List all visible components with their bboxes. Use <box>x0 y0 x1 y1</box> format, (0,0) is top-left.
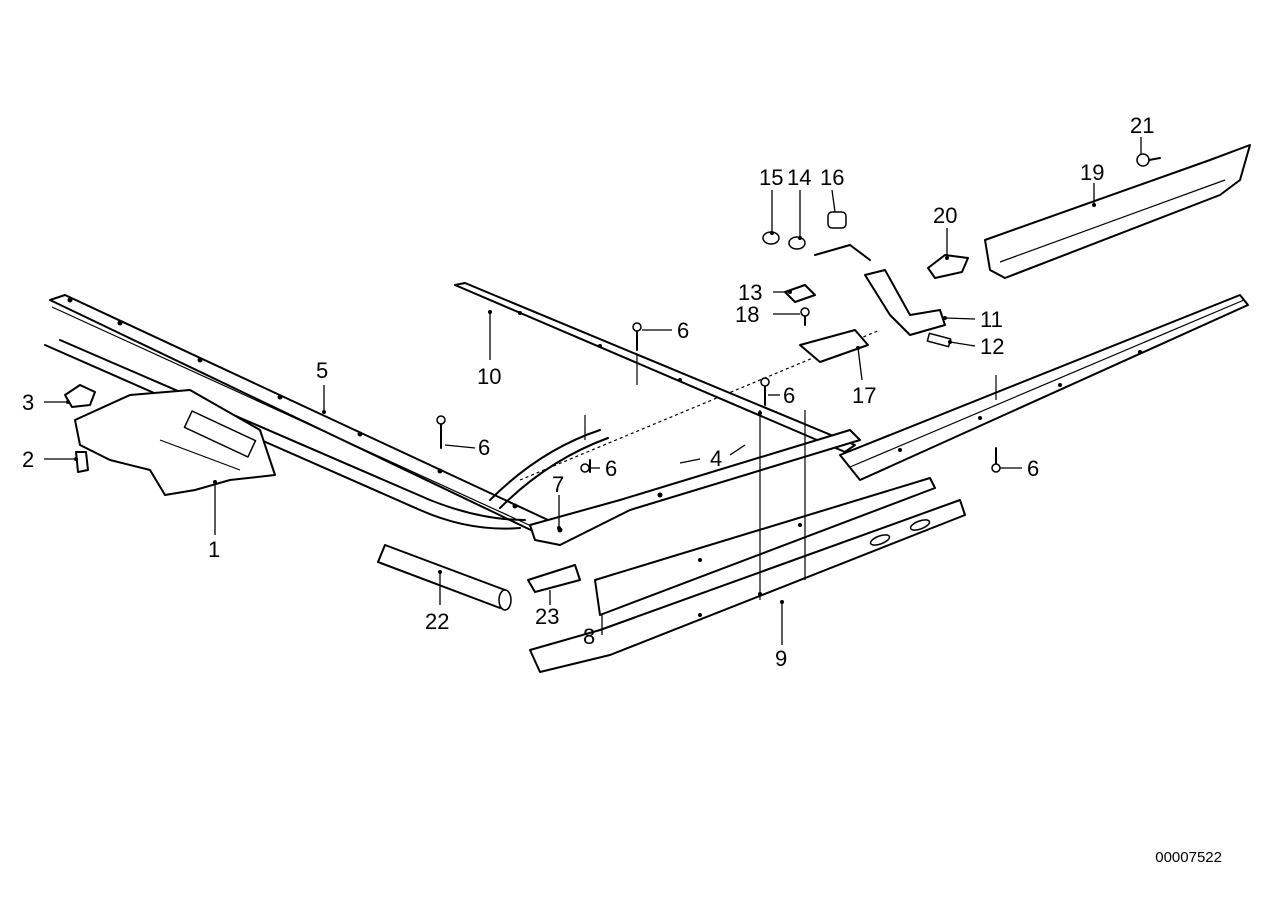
part-5-rail <box>49 294 549 533</box>
callout-19: 19 <box>1080 160 1104 185</box>
callout-6-e: 6 <box>1027 456 1039 481</box>
callout-12: 12 <box>980 334 1004 359</box>
part-14-washer <box>788 236 806 250</box>
callout-23: 23 <box>535 604 559 629</box>
leader-lines <box>44 137 1142 645</box>
callout-17: 17 <box>852 383 876 408</box>
part-19-rail-end <box>984 144 1251 279</box>
callout-18: 18 <box>735 302 759 327</box>
callout-8: 8 <box>583 624 595 649</box>
part-23-plate <box>527 564 581 593</box>
part-21-screw <box>1136 153 1161 167</box>
callout-10: 10 <box>477 364 501 389</box>
part-10-strip <box>454 282 856 453</box>
part-12-pin <box>926 332 952 348</box>
screw-6-b <box>436 415 446 449</box>
callout-4: 4 <box>710 446 722 471</box>
callout-6-d: 6 <box>605 456 617 481</box>
part-22-tube <box>377 544 512 611</box>
right-guide-rail <box>839 294 1249 481</box>
callout-7: 7 <box>552 472 564 497</box>
part-1-frame-bracket <box>74 389 276 496</box>
document-id: 00007522 <box>1155 849 1222 866</box>
callout-11: 11 <box>980 307 1003 332</box>
screw-6-a <box>632 322 642 351</box>
callout-16: 16 <box>820 165 844 190</box>
part-17-bracket <box>799 329 869 363</box>
part-8-rail <box>594 477 936 616</box>
part-20-slider <box>927 254 969 279</box>
callout-22: 22 <box>425 609 449 634</box>
callout-14: 14 <box>787 165 811 190</box>
screw-6-c <box>760 377 770 406</box>
callout-6-a: 6 <box>677 318 689 343</box>
callout-20: 20 <box>933 203 957 228</box>
part-2-screw <box>75 451 89 473</box>
callout-6-c: 6 <box>783 383 795 408</box>
callout-6-b: 6 <box>478 435 490 460</box>
callout-2: 2 <box>22 447 34 472</box>
callout-5: 5 <box>316 358 328 383</box>
callout-15: 15 <box>759 165 783 190</box>
part-13-clip <box>784 284 816 303</box>
callout-1: 1 <box>208 537 220 562</box>
part-7-plate <box>529 429 861 546</box>
callout-21: 21 <box>1130 113 1154 138</box>
part-3-clip <box>64 384 96 408</box>
screw-18 <box>800 307 810 326</box>
part-9-rail <box>529 499 966 673</box>
callout-3: 3 <box>22 390 34 415</box>
callout-labels: 1 2 3 4 5 6 6 6 6 6 6 7 8 9 10 11 12 13 … <box>22 113 1154 671</box>
part-16-cap <box>814 211 871 261</box>
assembly-lines <box>584 355 997 600</box>
cable-guide <box>44 329 881 530</box>
screw-6-d <box>580 459 591 473</box>
screw-6-e <box>991 447 1001 473</box>
callout-9: 9 <box>775 646 787 671</box>
callout-13: 13 <box>738 280 762 305</box>
part-11-hinge <box>864 269 946 336</box>
